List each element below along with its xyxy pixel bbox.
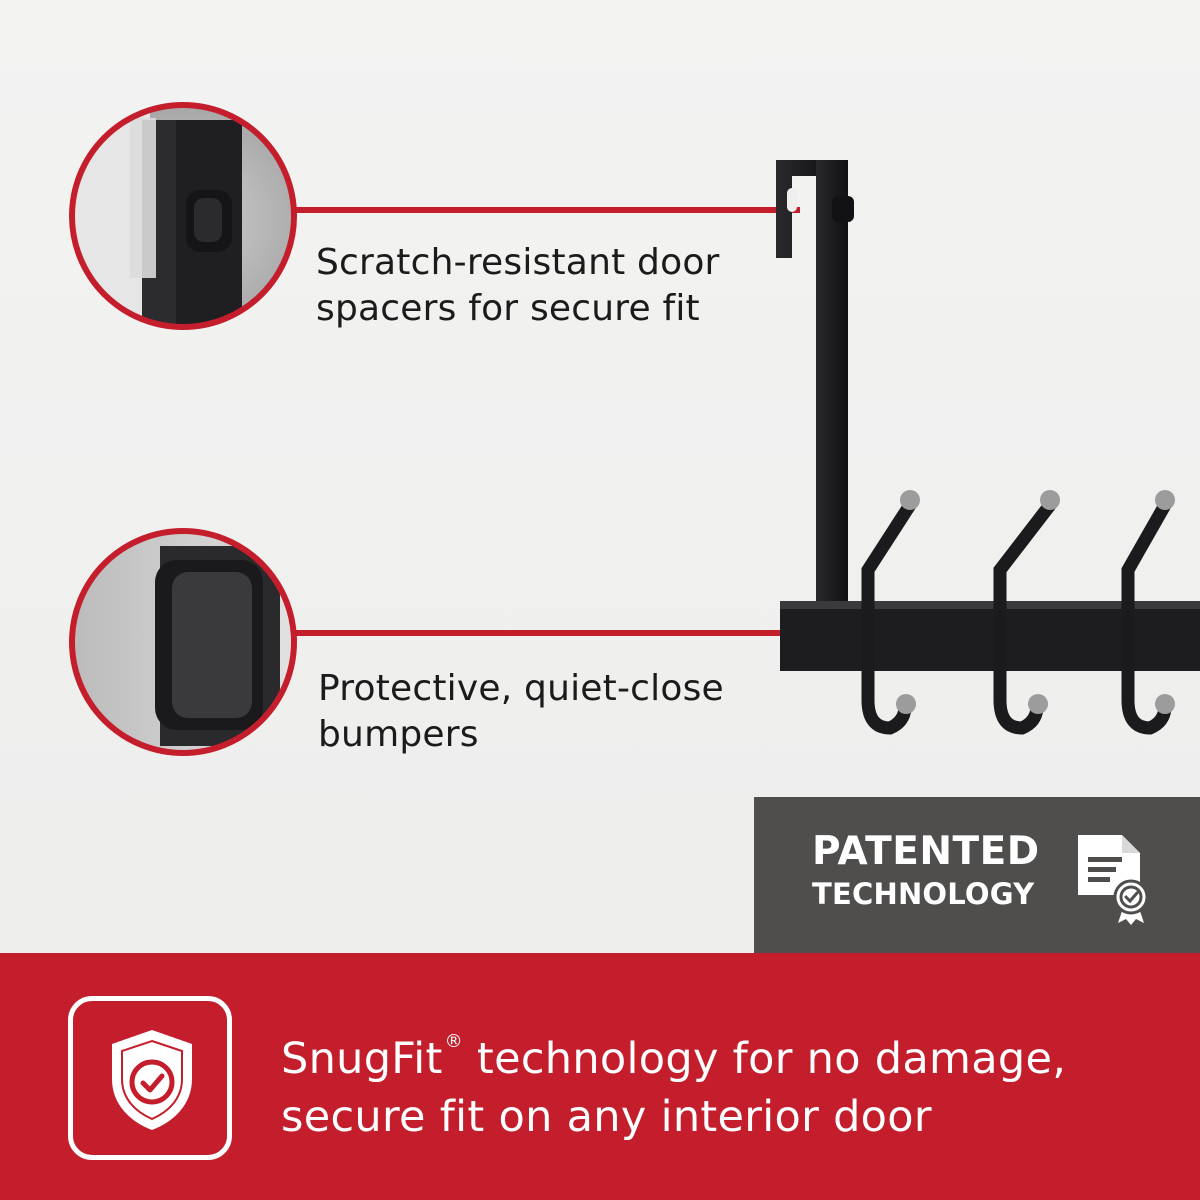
brand-name: SnugFit [281, 1034, 443, 1084]
banner-line-1-rest: technology for no damage, [476, 1034, 1067, 1084]
banner-line-2: secure fit on any interior door [281, 1092, 932, 1142]
callout-line: Protective, quiet-close [318, 668, 724, 709]
registered-mark: ® [444, 1031, 463, 1052]
callout-bumpers: Protective, quiet-close bumpers [318, 666, 724, 758]
callout-door-spacers: Scratch-resistant door spacers for secur… [316, 240, 720, 332]
patent-subtitle: TECHNOLOGY [812, 877, 1035, 911]
shield-icon-frame [68, 996, 232, 1160]
coat-hooks [861, 498, 1172, 735]
callout-line: bumpers [318, 714, 479, 755]
patent-badge: PATENTED TECHNOLOGY [754, 797, 1200, 953]
banner-line-1: SnugFit® technology for no damage, [281, 1013, 1066, 1088]
banner-text: SnugFit® technology for no damage, secure… [281, 1013, 1066, 1146]
callout-line: Scratch-resistant door [316, 242, 720, 283]
patent-title: PATENTED [812, 829, 1040, 874]
door-rack [776, 160, 1200, 671]
callout-line: spacers for secure fit [316, 288, 700, 329]
feature-banner: SnugFit® technology for no damage, secure… [0, 953, 1200, 1200]
detail-circle-spacer [72, 105, 294, 327]
detail-circle-bumper [72, 531, 294, 753]
certificate-icon [1078, 835, 1149, 925]
shield-check-icon [112, 1030, 192, 1130]
hook-tips [896, 490, 1175, 714]
